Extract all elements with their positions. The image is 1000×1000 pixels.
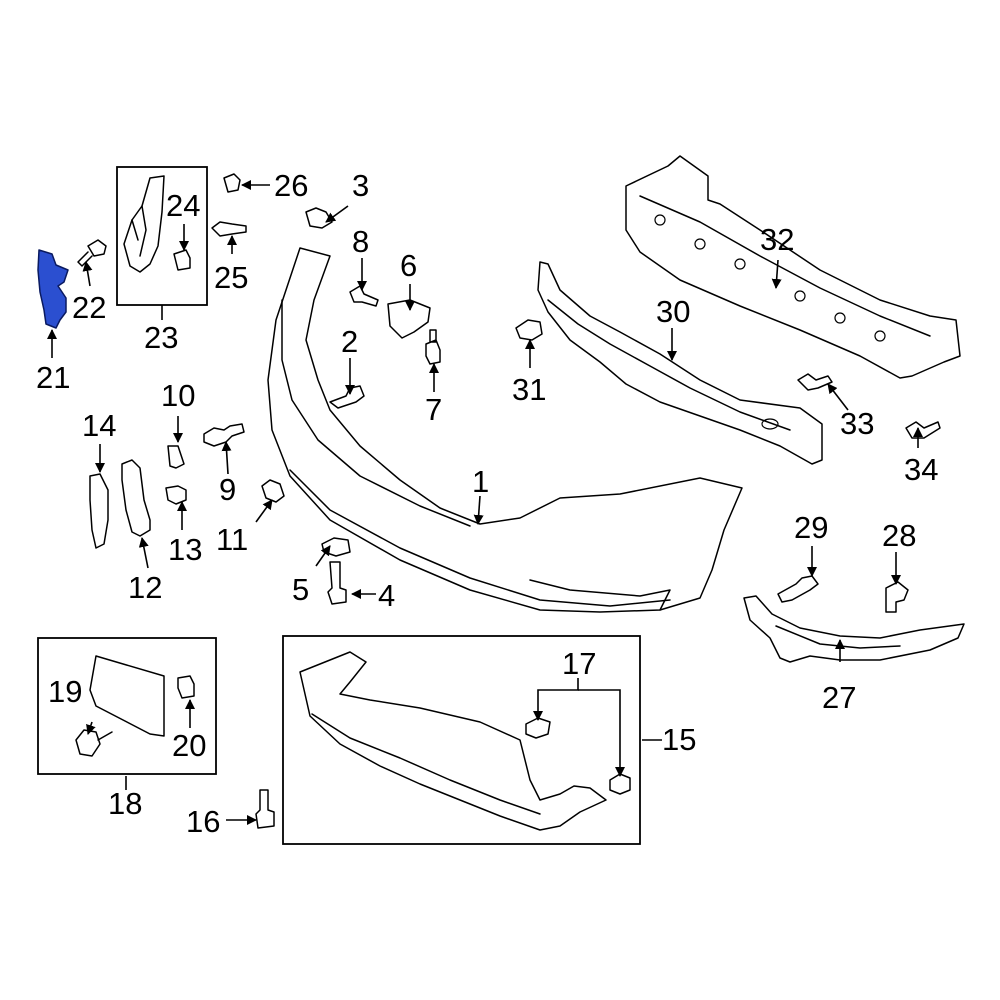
callout-26: 26 bbox=[274, 168, 308, 203]
callout-3: 3 bbox=[352, 168, 369, 203]
bolt-29-part bbox=[777, 575, 819, 603]
callout-10: 10 bbox=[161, 378, 195, 413]
callout-5: 5 bbox=[292, 572, 309, 607]
bracket-6-part bbox=[387, 299, 431, 339]
callout-20: 20 bbox=[172, 728, 206, 763]
clip-5-part bbox=[321, 537, 351, 557]
energy-absorber-30-part bbox=[537, 261, 823, 465]
bolt-7-part bbox=[425, 329, 441, 365]
callout-30: 30 bbox=[656, 294, 690, 329]
clip-10-part bbox=[167, 445, 185, 469]
callout-23: 23 bbox=[144, 320, 178, 355]
reinforcement-beam-32-part bbox=[625, 155, 961, 379]
grommet-11-part bbox=[261, 479, 285, 503]
leader-lines bbox=[47, 180, 923, 825]
screw-25-part bbox=[211, 221, 247, 237]
callout-6: 6 bbox=[400, 248, 417, 283]
callout-11: 11 bbox=[216, 522, 248, 557]
bolt-2-part bbox=[329, 385, 365, 409]
callout-15: 15 bbox=[662, 722, 696, 757]
callout-7: 7 bbox=[425, 392, 442, 427]
callout-12: 12 bbox=[128, 570, 162, 605]
group-frame-18 bbox=[37, 637, 217, 775]
callout-19: 19 bbox=[48, 674, 82, 709]
callout-9: 9 bbox=[219, 472, 236, 507]
bolt-9-part bbox=[203, 423, 245, 447]
bolt-28-part bbox=[885, 581, 909, 613]
clip-13-part bbox=[165, 485, 187, 505]
callout-28: 28 bbox=[882, 518, 916, 553]
callout-33: 33 bbox=[840, 406, 874, 441]
bracket-12-part bbox=[121, 459, 151, 537]
clip-31-part bbox=[515, 319, 543, 341]
highlighted-bracket-part[interactable] bbox=[37, 249, 69, 329]
callout-29: 29 bbox=[794, 510, 828, 545]
inner-bracket-part bbox=[123, 175, 165, 273]
callout-24: 24 bbox=[166, 188, 200, 223]
bracket-27-part bbox=[743, 595, 965, 663]
callout-34: 34 bbox=[904, 452, 938, 487]
callout-14: 14 bbox=[82, 408, 116, 443]
bolt-4-part bbox=[327, 561, 347, 605]
group-frame-15 bbox=[282, 635, 641, 845]
bracket-14-part bbox=[89, 473, 109, 549]
callout-4: 4 bbox=[378, 578, 395, 613]
bolt-33-part bbox=[797, 373, 833, 391]
callout-13: 13 bbox=[168, 532, 202, 567]
callout-25: 25 bbox=[214, 260, 248, 295]
callout-31: 31 bbox=[512, 372, 546, 407]
callout-18: 18 bbox=[108, 786, 142, 821]
bolt-22-part bbox=[77, 239, 107, 267]
callout-32: 32 bbox=[760, 222, 794, 257]
clip-24-part bbox=[173, 249, 191, 271]
under-cover-15-part bbox=[299, 651, 607, 831]
bracket-18-part bbox=[89, 655, 165, 737]
callout-17: 17 bbox=[562, 646, 596, 681]
callout-27: 27 bbox=[822, 680, 856, 715]
callout-labels: 1 2 3 4 5 6 7 8 9 10 11 12 13 14 15 16 1… bbox=[36, 168, 938, 839]
clip-26-part bbox=[223, 173, 241, 193]
callout-16: 16 bbox=[186, 804, 220, 839]
clip-17b-part bbox=[609, 773, 631, 795]
clip-3-part bbox=[305, 207, 333, 229]
bolt-8-part bbox=[349, 285, 379, 307]
bumper-cover-1-part bbox=[267, 247, 743, 613]
callout-8: 8 bbox=[352, 224, 369, 259]
callout-2: 2 bbox=[341, 324, 358, 359]
nut-20-part bbox=[177, 675, 195, 699]
clip-17a-part bbox=[525, 717, 551, 739]
callout-21: 21 bbox=[36, 360, 70, 395]
bolt-34-part bbox=[905, 421, 941, 439]
screw-19-part bbox=[75, 729, 113, 757]
callout-22: 22 bbox=[72, 290, 106, 325]
bolt-16-part bbox=[255, 789, 275, 829]
callout-1: 1 bbox=[472, 464, 489, 499]
